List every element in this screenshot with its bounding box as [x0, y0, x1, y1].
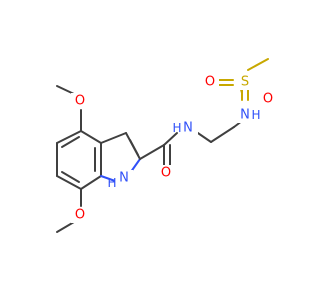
atom-o-methoxy-top: O: [75, 94, 85, 109]
bond: [247, 58, 269, 71]
bond: [80, 130, 102, 144]
bond: [163, 132, 178, 146]
carboxamide: [139, 132, 178, 167]
bond: [139, 144, 165, 160]
ethylene-linker: [191, 120, 243, 143]
atom-o-sulfonyl-right: O: [263, 92, 273, 107]
bond: [100, 132, 127, 144]
bond: [210, 126, 235, 143]
molecule-diagram: O O O N H N H N H S O O: [56, 58, 273, 233]
atom-o-methoxy-bottom: O: [75, 208, 85, 223]
atom-s-sulfonyl: S: [241, 75, 249, 90]
double-bond-inner: [61, 136, 80, 148]
bond: [56, 130, 82, 144]
atom-o-carbonyl: O: [161, 166, 171, 181]
atom-h-amide: H: [172, 121, 181, 135]
methoxy-top: [56, 85, 82, 132]
atom-h-sulfonamide: H: [251, 108, 260, 122]
atom-o-sulfonyl-left: O: [205, 75, 215, 90]
bond: [80, 175, 102, 190]
benzene-ring: [56, 130, 102, 190]
double-bond-inner: [61, 171, 80, 183]
atom-labels: O O O N H N H N H S O O: [71, 74, 273, 223]
bond: [56, 175, 82, 190]
bond: [56, 85, 75, 95]
atom-n-sulfonamide: N: [240, 108, 250, 123]
atom-h-indole: H: [107, 176, 116, 190]
atom-n-indole: N: [119, 171, 129, 186]
bond: [56, 221, 75, 233]
double-bond-inner: [129, 139, 139, 156]
atom-n-amide: N: [183, 121, 193, 136]
methoxy-bottom: [56, 188, 82, 233]
